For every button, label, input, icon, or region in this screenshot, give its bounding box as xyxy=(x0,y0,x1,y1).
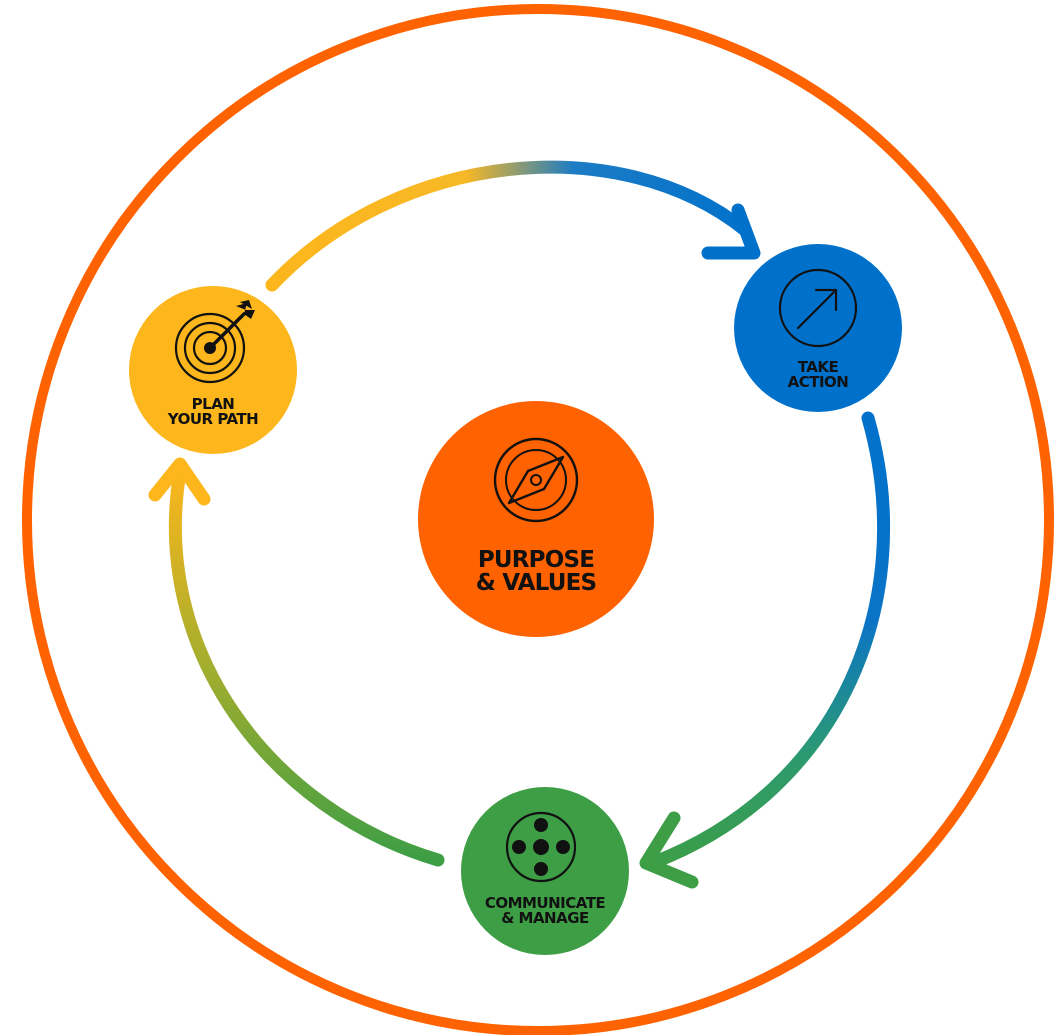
center-label-line2: & VALUES xyxy=(475,570,597,596)
target-dart-icon xyxy=(174,300,255,384)
network-icon xyxy=(505,811,577,883)
action-label-line1: TAKE xyxy=(797,358,839,376)
plan-label-line1: PLAN xyxy=(191,395,235,413)
communicate-label: COMMUNICATE & MANAGE xyxy=(470,896,620,926)
action-label-line2: ACTION xyxy=(787,373,849,391)
outer-ring xyxy=(22,4,1054,1035)
arrow-up-right-icon xyxy=(778,268,858,348)
arc-communicate-to-plan xyxy=(169,465,445,867)
center-circle xyxy=(418,401,654,637)
node-plan-your-path xyxy=(129,286,297,454)
communicate-label-line2: & MANAGE xyxy=(501,909,589,927)
node-purpose-values xyxy=(418,401,654,637)
center-label-line1: PURPOSE xyxy=(477,547,595,573)
arrowhead-to-plan xyxy=(148,457,211,506)
plan-label: PLAN YOUR PATH xyxy=(163,397,263,427)
node-take-action xyxy=(734,244,902,412)
communicate-label-line1: COMMUNICATE xyxy=(484,894,606,912)
arrowhead-to-action xyxy=(701,203,761,260)
arrowhead-to-communicate xyxy=(639,811,699,889)
plan-label-line2: YOUR PATH xyxy=(167,410,259,428)
arc-plan-to-action xyxy=(265,160,752,292)
node-communicate-manage xyxy=(461,787,629,955)
action-label: TAKE ACTION xyxy=(768,360,868,390)
arc-action-to-communicate xyxy=(648,411,891,869)
action-circle xyxy=(734,244,902,412)
center-label: PURPOSE & VALUES xyxy=(456,549,616,595)
plan-circle xyxy=(129,286,297,454)
compass-icon xyxy=(493,437,579,523)
